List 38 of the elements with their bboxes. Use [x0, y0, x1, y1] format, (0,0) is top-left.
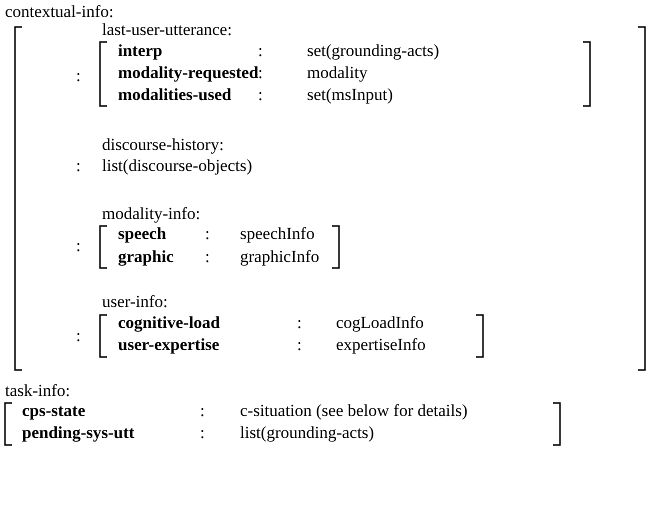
colon: : — [76, 326, 81, 346]
colon: : — [297, 313, 302, 333]
feature-value: modality — [307, 63, 368, 83]
feature-name: cognitive-load — [118, 313, 220, 333]
feature-name: speech — [118, 224, 166, 244]
feature-name: interp — [118, 41, 162, 61]
colon: : — [76, 66, 81, 86]
colon: : — [205, 247, 210, 267]
colon: : — [258, 63, 263, 83]
feature-value: graphicInfo — [240, 247, 320, 267]
colon: : — [258, 85, 263, 105]
colon: : — [76, 156, 81, 176]
section-heading: contextual-info: — [5, 2, 114, 22]
section-heading: discourse-history: — [102, 135, 224, 155]
feature-value: expertiseInfo — [336, 335, 426, 355]
feature-name: modalities-used — [118, 85, 232, 105]
section-heading: user-info: — [102, 292, 168, 312]
feature-value: set(msInput) — [307, 85, 393, 105]
feature-name: graphic — [118, 247, 174, 267]
colon: : — [200, 423, 205, 443]
colon: : — [205, 224, 210, 244]
feature-value: c-situation (see below for details) — [240, 401, 468, 421]
feature-name: user-expertise — [118, 335, 220, 355]
colon: : — [297, 335, 302, 355]
colon: : — [258, 41, 263, 61]
feature-value: list(discourse-objects) — [102, 156, 252, 176]
feature-value: set(grounding-acts) — [307, 41, 440, 61]
section-heading: modality-info: — [102, 204, 200, 224]
section-heading: task-info: — [5, 381, 70, 401]
feature-value: cogLoadInfo — [336, 313, 424, 333]
feature-name: cps-state — [22, 401, 86, 421]
colon: : — [200, 401, 205, 421]
feature-value: speechInfo — [240, 224, 315, 244]
feature-name: modality-requested — [118, 63, 258, 83]
section-heading: last-user-utterance: — [102, 20, 232, 40]
colon: : — [76, 236, 81, 256]
feature-value: list(grounding-acts) — [240, 423, 374, 443]
feature-name: pending-sys-utt — [22, 423, 134, 443]
